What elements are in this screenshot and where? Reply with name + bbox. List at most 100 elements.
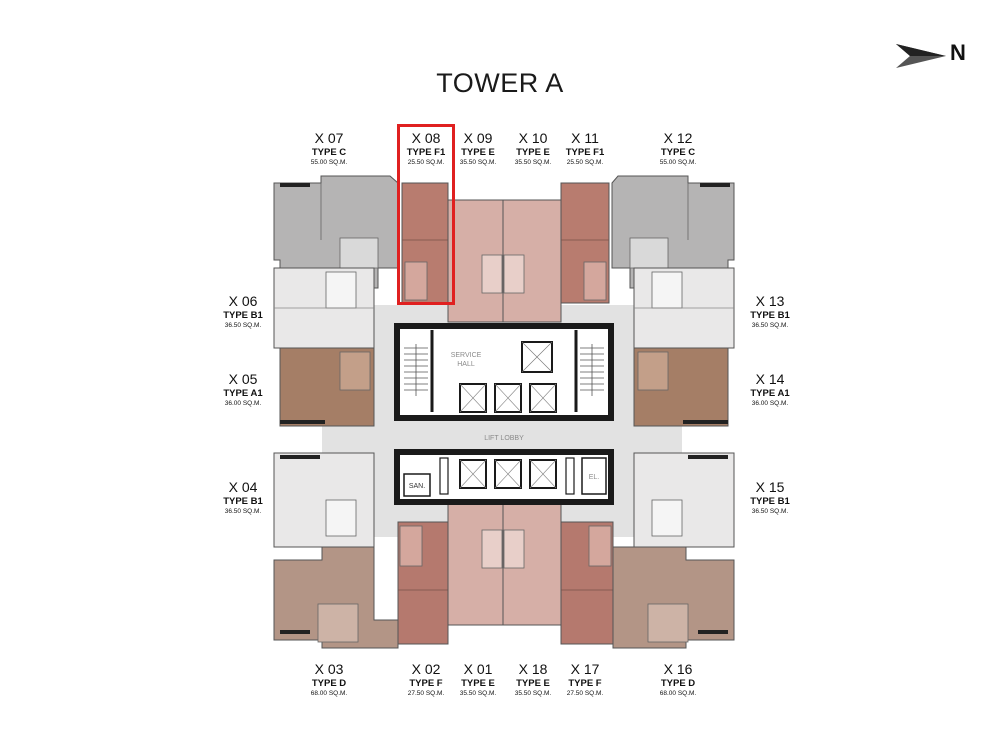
unit-type: TYPE B1: [223, 310, 263, 321]
unit-area: 35.50 SQ.M.: [459, 689, 497, 697]
unit-x01[interactable]: [447, 502, 504, 626]
unit-x09[interactable]: [447, 199, 504, 323]
unit-x16[interactable]: [612, 546, 735, 649]
stair-left: [404, 344, 428, 396]
stair-right: [580, 344, 604, 396]
unit-unit: X 15: [755, 479, 785, 495]
el-label: EL.: [589, 474, 600, 481]
unit-type: TYPE C: [660, 147, 696, 158]
unit-type: TYPE E: [516, 678, 550, 689]
lift-lobby-label: LIFT LOBBY: [484, 435, 524, 442]
unit-type: TYPE F: [409, 678, 443, 689]
unit-type: TYPE F1: [565, 147, 605, 158]
unit-x14[interactable]: [633, 347, 729, 427]
unit-x08[interactable]: [401, 182, 449, 304]
unit-unit: X 08: [411, 130, 441, 146]
unit-type: TYPE E: [516, 147, 550, 158]
unit-x12[interactable]: [611, 175, 735, 289]
unit-type: TYPE D: [311, 678, 347, 689]
unit-area: 36.50 SQ.M.: [751, 507, 789, 515]
unit-area: 25.50 SQ.M.: [407, 158, 445, 166]
unit-unit: X 02: [411, 661, 441, 677]
unit-type: TYPE F: [568, 678, 602, 689]
unit-area: 36.50 SQ.M.: [751, 321, 789, 329]
unit-x11[interactable]: [560, 182, 610, 304]
unit-area: 68.00 SQ.M.: [659, 689, 697, 697]
unit-unit: X 10: [518, 130, 548, 146]
unit-area: 35.50 SQ.M.: [514, 689, 552, 697]
page-title: TOWER A: [436, 68, 564, 98]
unit-unit: X 14: [755, 371, 785, 387]
unit-area: 35.50 SQ.M.: [459, 158, 497, 166]
unit-type: TYPE A1: [223, 388, 263, 399]
unit-area: 36.50 SQ.M.: [224, 321, 262, 329]
san-label: SAN.: [409, 483, 425, 490]
unit-type: TYPE B1: [223, 496, 263, 507]
unit-type: TYPE C: [311, 147, 347, 158]
unit-unit: X 07: [314, 130, 344, 146]
unit-unit: X 11: [571, 130, 599, 146]
unit-unit: X 13: [755, 293, 785, 309]
unit-type: TYPE E: [461, 678, 495, 689]
unit-area: 55.00 SQ.M.: [659, 158, 697, 166]
unit-unit: X 05: [228, 371, 258, 387]
unit-x18[interactable]: [502, 502, 562, 626]
north-arrow-icon: [896, 44, 946, 68]
unit-x15[interactable]: [633, 452, 735, 548]
unit-x13[interactable]: [633, 267, 735, 349]
unit-area: 27.50 SQ.M.: [407, 689, 445, 697]
building-core: [394, 323, 614, 505]
unit-area: 36.00 SQ.M.: [224, 399, 262, 407]
unit-x10[interactable]: [502, 199, 562, 323]
unit-x03[interactable]: [273, 546, 399, 649]
unit-unit: X 09: [463, 130, 493, 146]
north-indicator: N: [896, 38, 970, 72]
unit-area: 55.00 SQ.M.: [310, 158, 348, 166]
unit-x07[interactable]: [273, 175, 399, 289]
unit-type: TYPE B1: [750, 496, 790, 507]
unit-unit: X 06: [228, 293, 258, 309]
unit-unit: X 03: [314, 661, 344, 677]
unit-unit: X 12: [663, 130, 693, 146]
unit-x05[interactable]: [279, 347, 375, 427]
unit-unit: X 17: [570, 661, 600, 677]
unit-type: TYPE B1: [750, 310, 790, 321]
unit-type: TYPE E: [461, 147, 495, 158]
unit-unit: X 18: [518, 661, 548, 677]
unit-area: 36.00 SQ.M.: [751, 399, 789, 407]
unit-type: TYPE D: [660, 678, 696, 689]
unit-x02[interactable]: [397, 521, 449, 645]
north-label: N: [950, 40, 966, 65]
unit-area: 68.00 SQ.M.: [310, 689, 348, 697]
unit-area: 27.50 SQ.M.: [566, 689, 604, 697]
unit-type: TYPE F1: [406, 147, 446, 158]
unit-area: 36.50 SQ.M.: [224, 507, 262, 515]
unit-x06[interactable]: [273, 267, 375, 349]
unit-x17[interactable]: [560, 521, 614, 645]
unit-area: 35.50 SQ.M.: [514, 158, 552, 166]
unit-unit: X 04: [228, 479, 258, 495]
selected-unit-highlight: [397, 124, 455, 305]
unit-unit: X 01: [463, 661, 493, 677]
unit-area: 25.50 SQ.M.: [566, 158, 604, 166]
